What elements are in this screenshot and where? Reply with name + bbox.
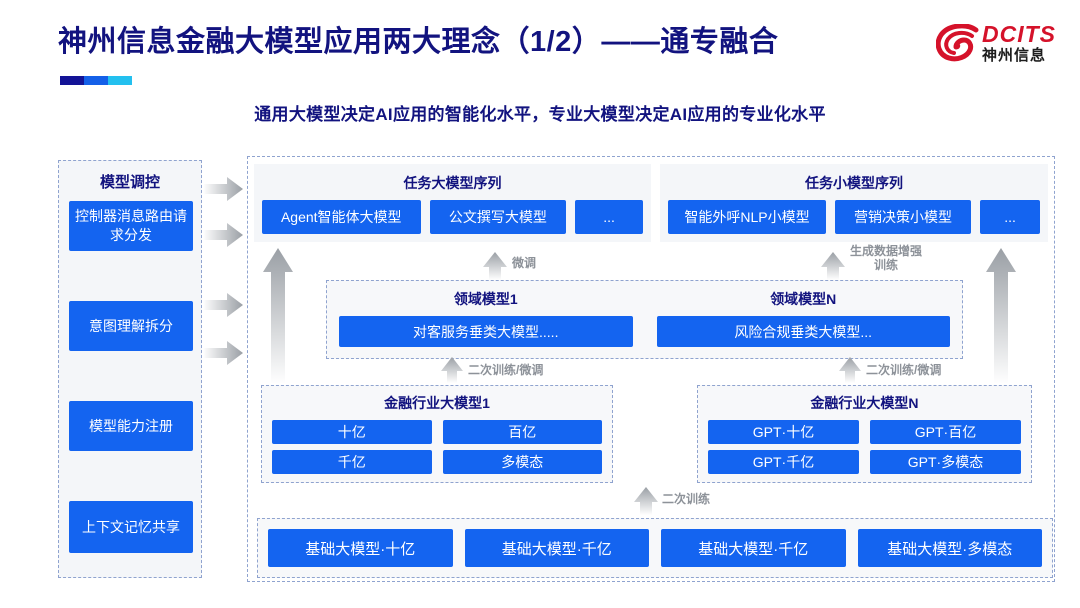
flow-arrow-up-retrain-base <box>634 487 658 515</box>
logo-text-cn: 神州信息 <box>982 47 1047 64</box>
industry-model-1-item-4[interactable]: 多模态 <box>442 450 602 474</box>
flow-label-retrain-left: 二次训练/微调 <box>468 363 544 377</box>
sidebar-title: 模型调控 <box>99 174 160 191</box>
flow-arrow-up-right-long <box>986 248 1016 384</box>
task-group-small: 任务小模型序列 智能外呼NLP小模型 营销决策小模型 ... <box>660 164 1048 242</box>
flow-arrow-right-2 <box>203 223 243 247</box>
flow-arrow-up-data-aug <box>821 252 845 280</box>
flow-label-data-aug: 生成数据增强 训练 <box>850 244 923 272</box>
task-group-small-title: 任务小模型序列 <box>805 175 903 191</box>
flow-arrow-right-3 <box>203 293 243 317</box>
domain-model-n-title: 领域模型N <box>770 291 837 307</box>
industry-model-n-title: 金融行业大模型N <box>810 395 919 411</box>
task-item-document[interactable]: 公文撰写大模型 <box>429 200 567 234</box>
flow-arrow-up-retrain-left <box>441 357 463 383</box>
sidebar-item-registry[interactable]: 模型能力注册 <box>69 401 193 451</box>
industry-model-1-item-2[interactable]: 百亿 <box>442 420 602 444</box>
base-model-item-1[interactable]: 基础大模型·十亿 <box>268 529 453 567</box>
domain-model-n: 领域模型N 风险合规垂类大模型... <box>645 281 963 358</box>
task-group-large: 任务大模型序列 Agent智能体大模型 公文撰写大模型 ... <box>254 164 651 242</box>
industry-model-1-items: 十亿 百亿 千亿 多模态 <box>272 420 602 474</box>
industry-model-1: 金融行业大模型1 十亿 百亿 千亿 多模态 <box>261 385 613 483</box>
flow-arrow-up-finetune <box>483 252 507 280</box>
logo-text: DCITS 神州信息 <box>982 22 1056 65</box>
industry-model-n-item-4[interactable]: GPT·多模态 <box>870 450 1021 474</box>
architecture-frame <box>247 156 1055 582</box>
flow-arrow-right-4 <box>203 341 243 365</box>
base-model-item-3[interactable]: 基础大模型·千亿 <box>661 529 846 567</box>
task-group-large-items: Agent智能体大模型 公文撰写大模型 ... <box>262 200 644 234</box>
sidebar-item-router[interactable]: 控制器消息路由请求分发 <box>69 201 193 251</box>
task-item-nlp-outbound[interactable]: 智能外呼NLP小模型 <box>668 200 826 234</box>
base-model-frame: 基础大模型·十亿 基础大模型·千亿 基础大模型·千亿 基础大模型·多模态 <box>257 518 1053 578</box>
sidebar-item-context[interactable]: 上下文记忆共享 <box>69 501 193 553</box>
flow-label-finetune: 微调 <box>512 256 537 270</box>
accent-segment-3 <box>108 76 132 85</box>
task-item-agent[interactable]: Agent智能体大模型 <box>262 200 421 234</box>
domain-model-frame: 领域模型1 对客服务垂类大模型..... 领域模型N 风险合规垂类大模型... <box>326 280 963 359</box>
base-model-item-2[interactable]: 基础大模型·千亿 <box>464 529 649 567</box>
task-item-marketing[interactable]: 营销决策小模型 <box>834 200 972 234</box>
flow-arrow-right-1 <box>203 177 243 201</box>
company-logo: DCITS 神州信息 <box>936 20 1066 76</box>
accent-segment-1 <box>60 76 85 85</box>
industry-model-n-item-1[interactable]: GPT·十亿 <box>708 420 859 444</box>
flow-label-retrain-right: 二次训练/微调 <box>866 363 942 377</box>
domain-model-1: 领域模型1 对客服务垂类大模型..... <box>327 281 645 358</box>
flow-arrow-up-left-long <box>263 248 293 384</box>
task-item-more[interactable]: ... <box>575 200 644 234</box>
page-subtitle: 通用大模型决定AI应用的智能化水平，专业大模型决定AI应用的专业化水平 <box>254 105 826 124</box>
industry-model-n-items: GPT·十亿 GPT·百亿 GPT·千亿 GPT·多模态 <box>708 420 1021 474</box>
domain-model-1-item[interactable]: 对客服务垂类大模型..... <box>339 316 633 347</box>
task-group-large-title: 任务大模型序列 <box>403 175 502 191</box>
accent-segment-2 <box>84 76 109 85</box>
industry-model-1-title: 金融行业大模型1 <box>384 395 490 411</box>
accent-bar <box>60 76 132 85</box>
task-item-more[interactable]: ... <box>980 200 1040 234</box>
industry-model-1-item-1[interactable]: 十亿 <box>272 420 432 444</box>
task-group-small-items: 智能外呼NLP小模型 营销决策小模型 ... <box>668 200 1040 234</box>
flow-label-retrain-base: 二次训练 <box>662 492 711 506</box>
industry-model-n-item-3[interactable]: GPT·千亿 <box>708 450 859 474</box>
domain-model-n-item[interactable]: 风险合规垂类大模型... <box>656 316 950 347</box>
sidebar-model-control: 模型调控 控制器消息路由请求分发 意图理解拆分 模型能力注册 上下文记忆共享 <box>58 160 202 578</box>
flow-arrow-up-retrain-right <box>839 357 861 383</box>
sidebar-item-intent[interactable]: 意图理解拆分 <box>69 301 193 351</box>
industry-model-1-item-3[interactable]: 千亿 <box>272 450 432 474</box>
base-model-item-4[interactable]: 基础大模型·多模态 <box>857 529 1042 567</box>
dcits-swirl-icon <box>936 24 979 62</box>
industry-model-n: 金融行业大模型N GPT·十亿 GPT·百亿 GPT·千亿 GPT·多模态 <box>697 385 1032 483</box>
domain-model-1-title: 领域模型1 <box>453 291 518 307</box>
page-title: 神州信息金融大模型应用两大理念（1/2）——通专融合 <box>58 26 779 58</box>
logo-text-en: DCITS <box>982 21 1056 47</box>
industry-model-n-item-2[interactable]: GPT·百亿 <box>870 420 1021 444</box>
